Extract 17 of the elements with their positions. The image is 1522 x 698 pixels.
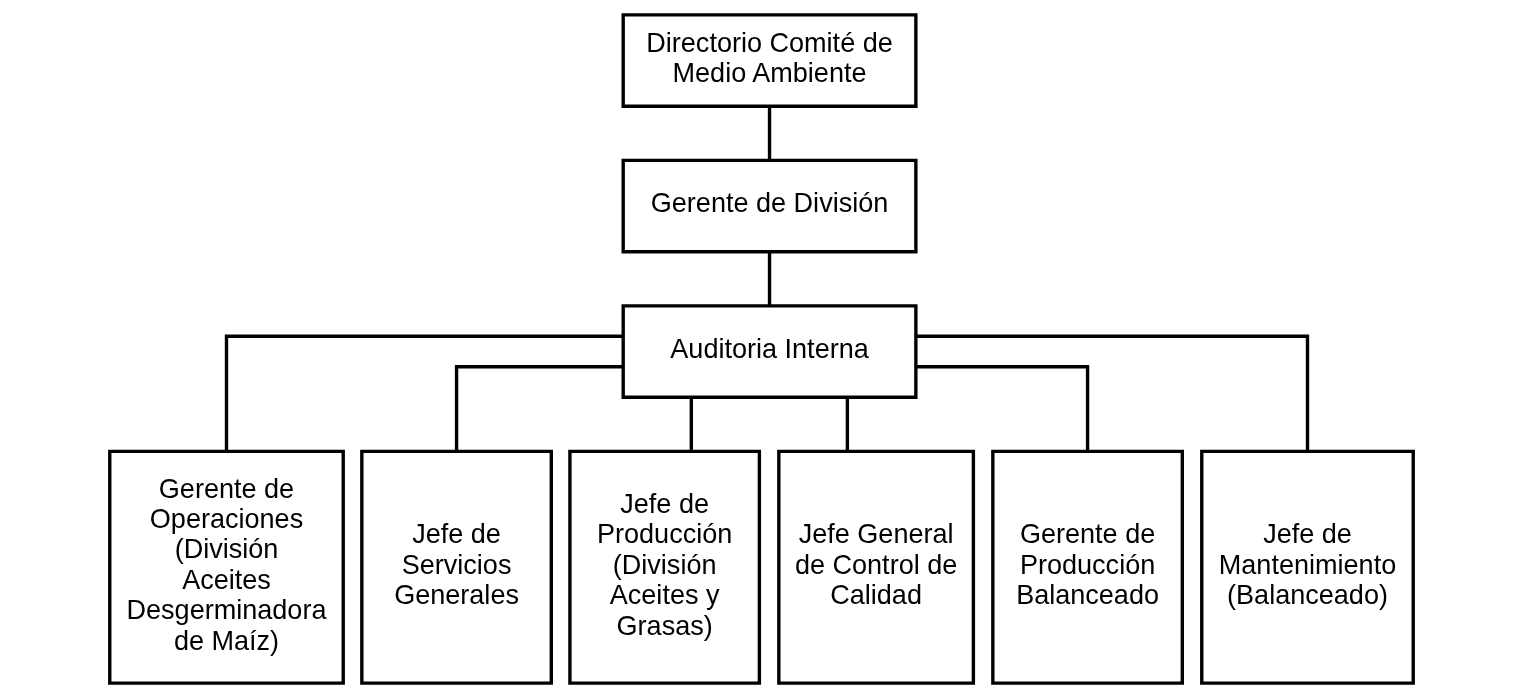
node-box: Gerente de Producción Balanceado [990,449,1184,685]
connector [916,334,1309,452]
connector [224,334,623,452]
node-box: Directorio Comité de Medio Ambiente [621,13,918,108]
node-box: Jefe General de Control de Calidad [776,449,975,685]
node-box: Jefe de Mantenimiento (Balanceado) [1199,449,1415,685]
node-box: Auditoria Interna [621,304,918,399]
connector [689,397,693,451]
node-box: Jefe de Producción (División Aceites y Grasas) [567,449,761,685]
node-box: Gerente de División [621,158,918,254]
connector [454,365,623,452]
connector [845,397,849,451]
node-box: Gerente de Operaciones (División Aceites Desgerminadora de Maíz) [107,449,345,685]
node-box: Jefe de Servicios Generales [359,449,553,685]
connector [767,252,771,306]
connector [915,365,1089,452]
connector [767,106,771,161]
